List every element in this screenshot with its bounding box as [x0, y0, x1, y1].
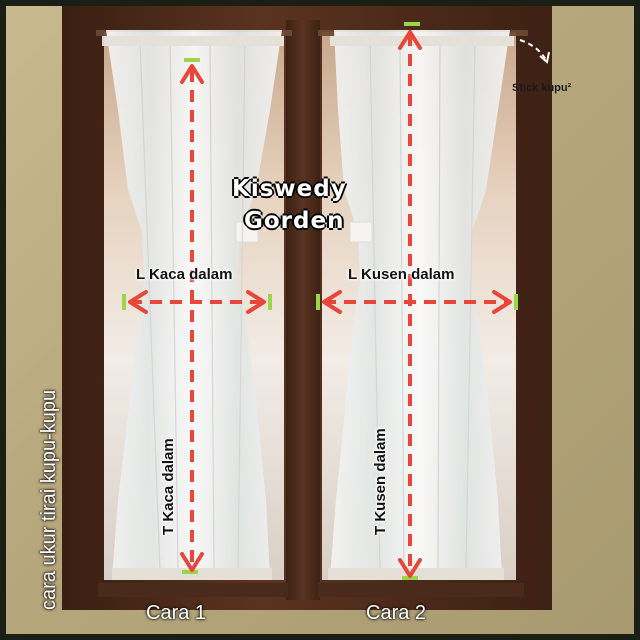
- left-width-arrow-end-head: [246, 290, 266, 314]
- right-bottom-marker: [402, 576, 418, 580]
- curtain-folds: [139, 39, 476, 571]
- window-mullion: [286, 20, 320, 600]
- right-bottom-rail: [318, 583, 524, 597]
- label-cara-1: Cara 1: [146, 602, 207, 624]
- left-width-start-marker: [122, 294, 126, 310]
- stick-pointer-arrow: [519, 39, 547, 61]
- label-l-kaca-dalam: L Kaca dalam: [136, 266, 233, 283]
- right-curtain: [330, 30, 510, 578]
- right-width-start-marker: [316, 294, 320, 310]
- left-top-marker: [184, 58, 200, 62]
- right-height-arrow-bottom-head: [398, 558, 422, 578]
- left-bottom-rail: [98, 583, 288, 597]
- left-height-arrow-bottom-head: [180, 552, 204, 572]
- side-caption: cara ukur tirai kupu-kupu: [38, 389, 60, 610]
- left-height-arrow-top-head: [180, 64, 204, 84]
- label-stick-kupu: Stick kupu²: [512, 82, 572, 94]
- right-height-arrow-top-head: [398, 30, 422, 50]
- right-curtain-top-trim: [330, 36, 514, 46]
- right-width-arrow-start-head: [322, 290, 342, 314]
- left-curtain-top-trim: [102, 36, 284, 46]
- label-t-kaca-dalam: T Kaca dalam: [160, 438, 177, 535]
- right-tieback: [349, 221, 373, 243]
- left-bottom-marker: [182, 570, 198, 574]
- label-cara-2: Cara 2: [366, 602, 427, 624]
- left-width-end-marker: [268, 294, 272, 310]
- stick-pointer-arrow-head: [539, 51, 550, 64]
- right-curtain-bottom-trim: [328, 568, 504, 580]
- right-top-marker: [404, 22, 420, 26]
- label-t-kusen-dalam: T Kusen dalam: [372, 428, 389, 535]
- label-l-kusen-dalam: L Kusen dalam: [348, 266, 455, 283]
- left-width-arrow-start-head: [128, 290, 148, 314]
- watermark-line-1: Kiswedy: [232, 176, 347, 202]
- left-tieback: [235, 221, 259, 243]
- right-width-end-marker: [514, 294, 518, 310]
- watermark-line-2: Gorden: [244, 208, 345, 234]
- right-width-arrow-end-head: [492, 290, 512, 314]
